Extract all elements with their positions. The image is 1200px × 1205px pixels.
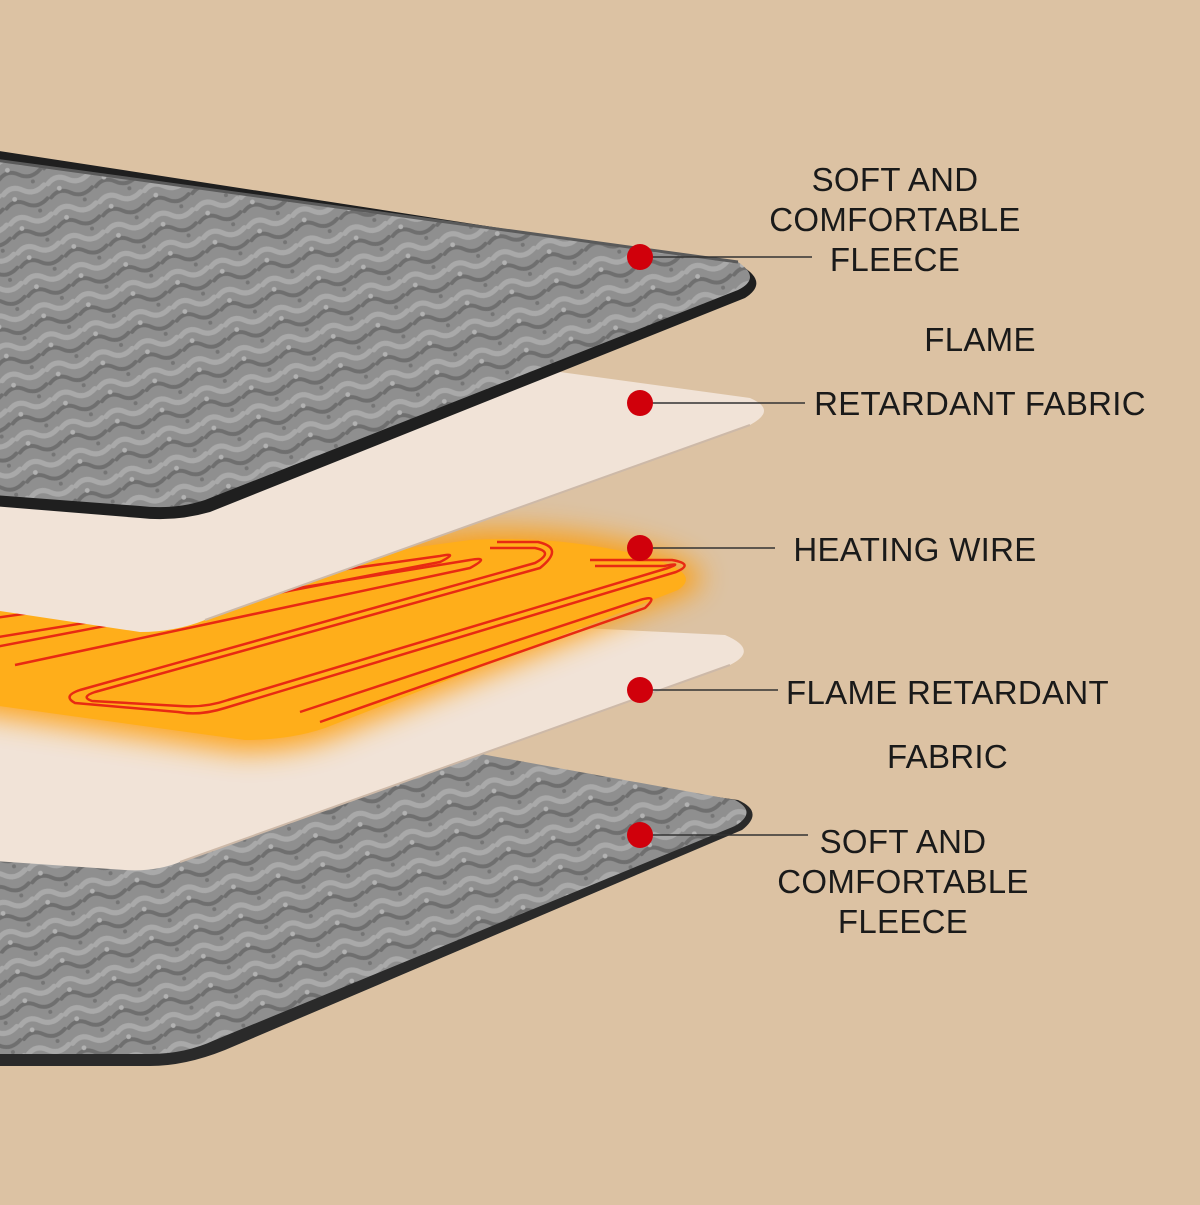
- heating-wire-marker-dot: [627, 535, 653, 561]
- top-fabric-marker-dot: [627, 390, 653, 416]
- label-line: HEATING WIRE: [793, 531, 1037, 568]
- bottom-fleece-marker-dot: [627, 822, 653, 848]
- label-line: RETARDANT FABRIC: [814, 385, 1146, 422]
- label-top-fabric: FLAME RETARDANT FABRIC: [810, 320, 1150, 424]
- label-heating-wire: HEATING WIRE: [785, 530, 1045, 570]
- label-line: SOFT AND: [811, 161, 979, 198]
- top-fleece-layer: [0, 151, 757, 520]
- label-line: COMFORTABLE: [777, 863, 1029, 900]
- label-line: FLAME: [924, 321, 1036, 358]
- label-line: SOFT AND: [819, 823, 987, 860]
- bottom-fabric-marker-dot: [627, 677, 653, 703]
- top-fabric-layer: [0, 372, 764, 632]
- label-bottom-fabric: FLAME RETARDANT FABRIC: [780, 673, 1115, 777]
- label-bottom-fleece: SOFT AND COMFORTABLE FLEECE: [768, 822, 1038, 942]
- label-line: FLEECE: [837, 903, 969, 940]
- label-line: COMFORTABLE: [769, 201, 1021, 238]
- label-top-fleece: SOFT AND COMFORTABLE FLEECE: [760, 160, 1030, 280]
- label-line: FABRIC: [887, 738, 1008, 775]
- label-line: FLEECE: [829, 241, 961, 278]
- top-fleece-marker-dot: [627, 244, 653, 270]
- label-line: FLAME RETARDANT: [786, 674, 1109, 711]
